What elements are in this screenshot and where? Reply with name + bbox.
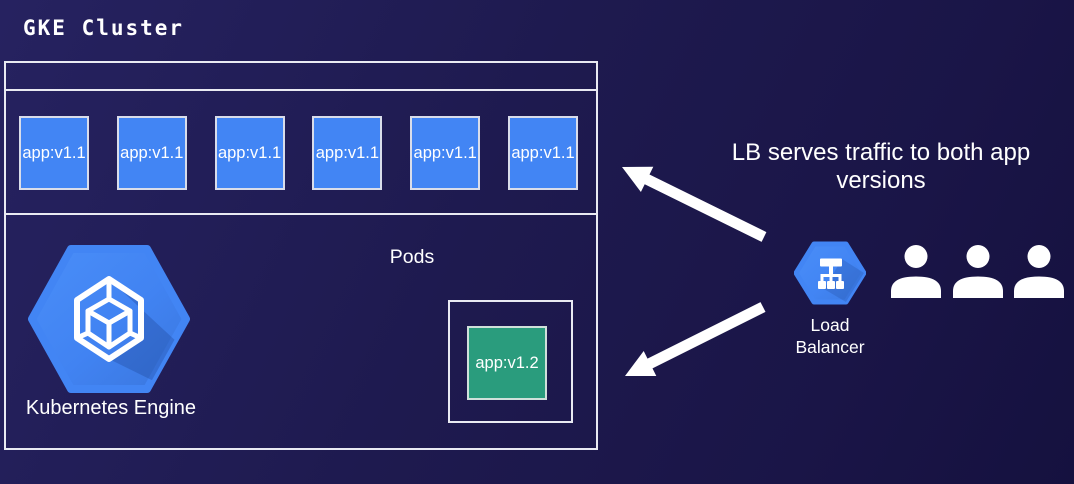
diagram-title: GKE Cluster	[23, 16, 185, 40]
load-balancer-icon	[794, 241, 866, 305]
pod-v12: app:v1.2	[467, 326, 547, 400]
pod-v11: app:v1.1	[507, 116, 578, 190]
cluster-header-divider	[4, 89, 598, 91]
person-icon	[891, 245, 941, 298]
v11-pods-row: app:v1.1 app:v1.1 app:v1.1 app:v1.1 app:…	[19, 116, 578, 190]
kubernetes-engine-label: Kubernetes Engine	[25, 397, 197, 419]
pod-v11: app:v1.1	[410, 116, 481, 190]
pods-section-divider	[4, 213, 598, 215]
pod-v11: app:v1.1	[19, 116, 89, 190]
pod-v11: app:v1.1	[116, 116, 187, 190]
lb-annotation-text: LB serves traffic to both app versions	[731, 139, 1031, 194]
person-icon	[1014, 245, 1064, 298]
pod-v11: app:v1.1	[214, 116, 285, 190]
pods-label: Pods	[389, 246, 435, 268]
kubernetes-engine-icon	[28, 245, 190, 393]
v12-pod-boundary	[448, 300, 573, 423]
lb-network-glyph	[818, 258, 844, 289]
load-balancer-label: Load Balancer	[795, 315, 865, 358]
person-icon	[953, 245, 1003, 298]
pod-v11: app:v1.1	[312, 116, 383, 190]
gke-cluster-boundary	[4, 61, 598, 450]
arrow-to-v12-pod	[625, 302, 766, 376]
users-icon-group	[891, 245, 1064, 298]
